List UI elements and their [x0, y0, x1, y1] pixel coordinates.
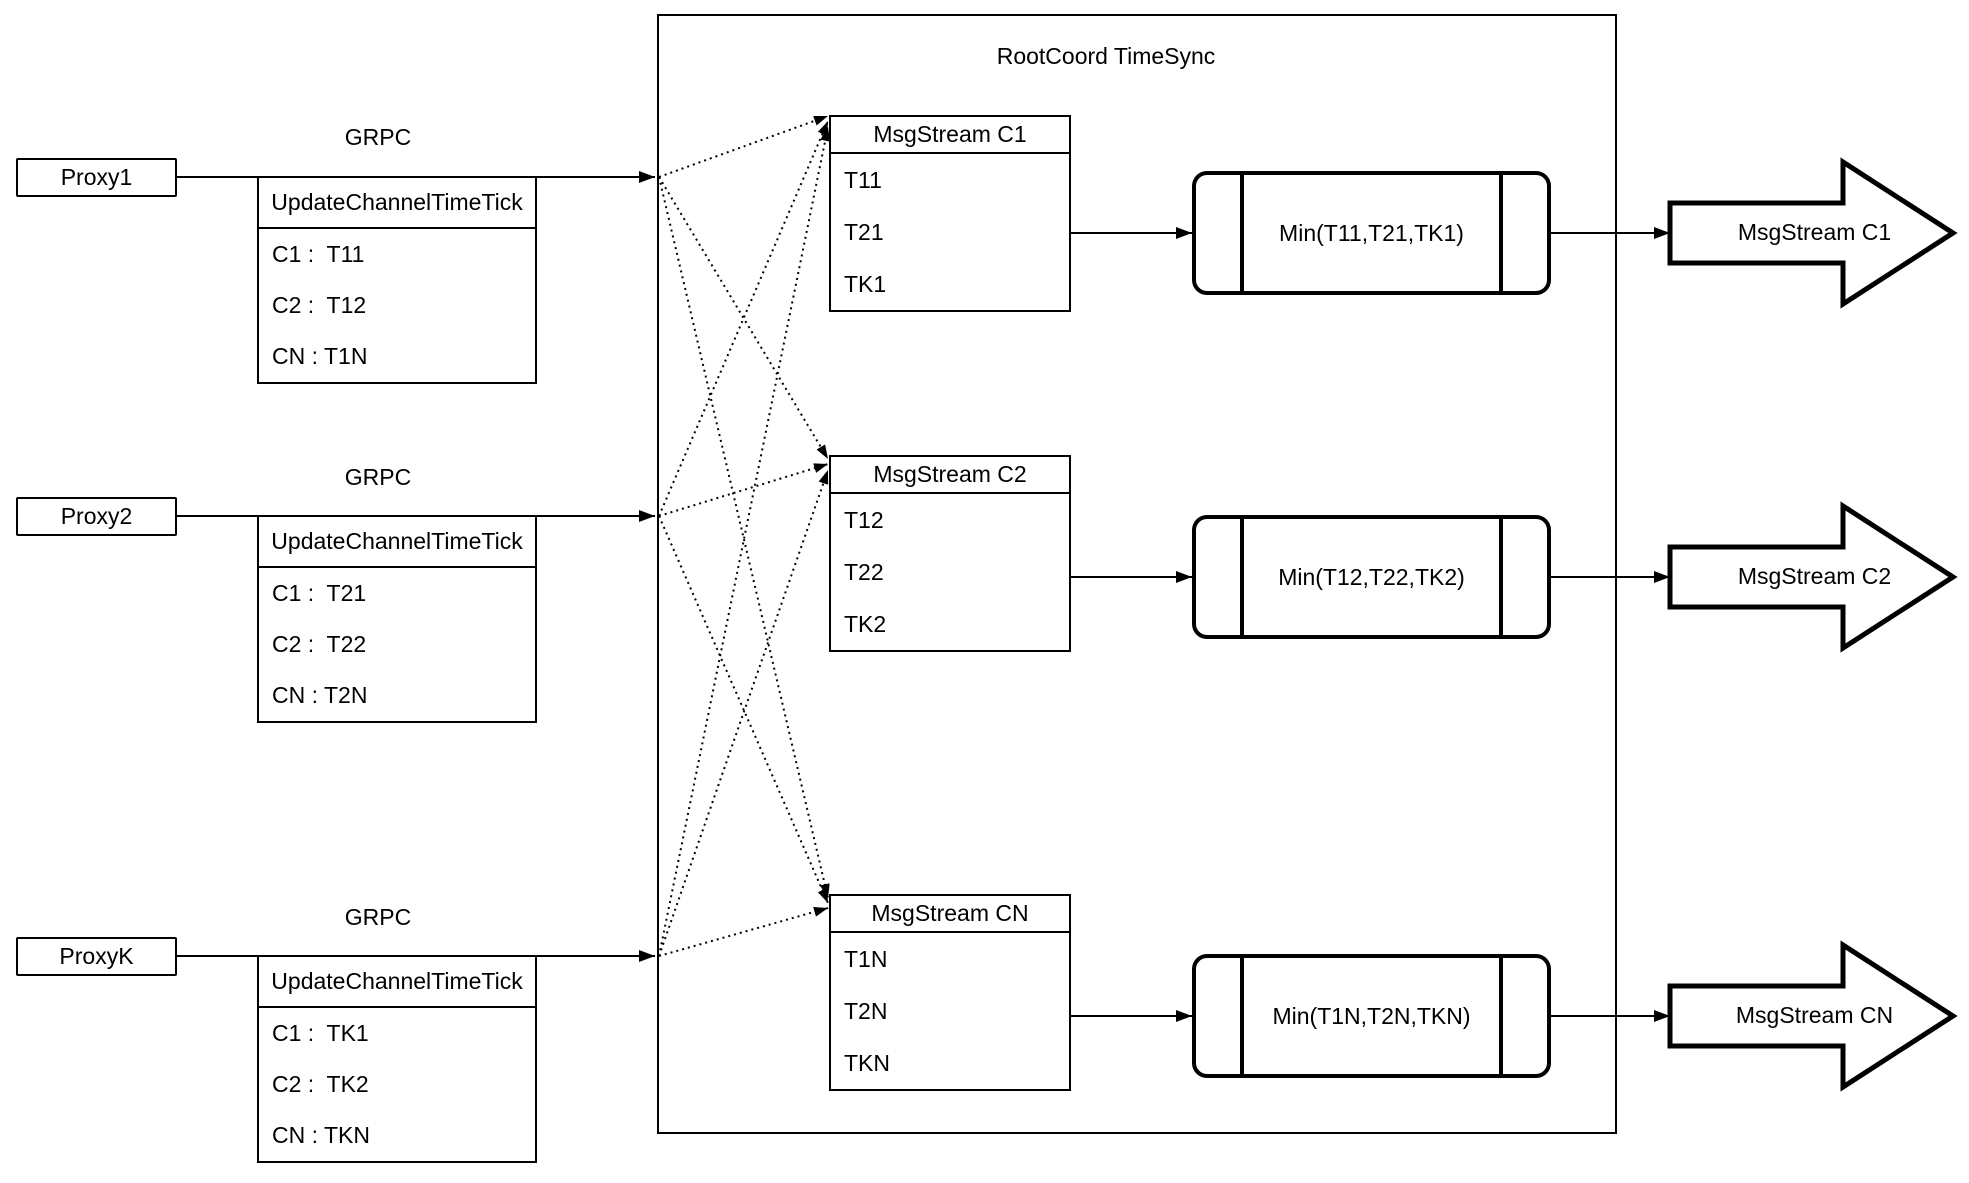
grpc-label-2: GRPC [344, 464, 412, 491]
rootcoord-title: RootCoord TimeSync [996, 43, 1216, 70]
output-arrow-shape-c1 [1667, 157, 1958, 309]
proxyk-label: ProxyK [59, 942, 134, 969]
min-box-c2: Min(T12,T22,TK2) [1192, 515, 1551, 639]
dotted-line-pk-cn [658, 907, 829, 957]
table-header: MsgStream C2 [831, 457, 1069, 494]
min-label-cn: Min(T1N,T2N,TKN) [1272, 1002, 1471, 1029]
proxyk-box: ProxyK [16, 937, 177, 976]
dotted-line-pk-c2 [658, 469, 829, 957]
output-arrow-shape-c2 [1667, 501, 1958, 653]
table-row: C2 : T12 [272, 292, 367, 318]
proxy1-label: Proxy1 [60, 163, 133, 190]
table-header: MsgStream CN [831, 896, 1069, 933]
table-row: T21 [844, 218, 884, 245]
min-box-c1: Min(T11,T21,TK1) [1192, 171, 1551, 295]
msgstream-c2-table: MsgStream C2 T12 T22 TK2 [829, 455, 1071, 652]
dotted-line-p2-c1 [658, 120, 829, 517]
proxy1-timetick-table: UpdateChannelTimeTick C1 : T11 C2 : T12 … [257, 176, 537, 384]
min-label-c2: Min(T12,T22,TK2) [1278, 563, 1465, 590]
queue-bar-icon [1240, 958, 1244, 1074]
grpc-label-3: GRPC [344, 904, 412, 931]
queue-bar-icon [1499, 958, 1503, 1074]
proxyk-timetick-table: UpdateChannelTimeTick C1 : TK1 C2 : TK2 … [257, 955, 537, 1163]
table-row: TK2 [844, 610, 887, 637]
table-header: MsgStream C1 [831, 117, 1069, 154]
dotted-line-p1-c2 [658, 176, 829, 460]
dotted-line-p2-cn [658, 515, 829, 904]
queue-bar-icon [1240, 519, 1244, 635]
table-row: C1 : T11 [272, 241, 365, 267]
min-box-cn: Min(T1N,T2N,TKN) [1192, 954, 1551, 1078]
table-header: UpdateChannelTimeTick [259, 517, 535, 568]
output-arrow-shape-cn [1667, 940, 1958, 1092]
min-label-c1: Min(T11,T21,TK1) [1279, 219, 1464, 246]
table-row: CN : T2N [272, 682, 368, 708]
msgstream-c1-table: MsgStream C1 T11 T21 TK1 [829, 115, 1071, 312]
table-row: T22 [844, 558, 884, 585]
table-row: C1 : TK1 [272, 1020, 369, 1046]
table-row: T12 [844, 506, 884, 533]
table-row: T1N [844, 945, 888, 972]
table-row: T2N [844, 997, 888, 1024]
table-row: C1 : T21 [272, 580, 367, 606]
queue-bar-icon [1499, 175, 1503, 291]
table-row: TK1 [844, 270, 887, 297]
queue-bar-icon [1499, 519, 1503, 635]
msgstream-cn-table: MsgStream CN T1N T2N TKN [829, 894, 1071, 1091]
table-header: UpdateChannelTimeTick [259, 957, 535, 1008]
proxy2-box: Proxy2 [16, 497, 177, 536]
table-row: CN : TKN [272, 1122, 370, 1148]
dotted-line-p1-c1 [658, 115, 829, 178]
table-row: T11 [844, 166, 882, 193]
proxy1-box: Proxy1 [16, 158, 177, 197]
proxy2-timetick-table: UpdateChannelTimeTick C1 : T21 C2 : T22 … [257, 515, 537, 723]
table-row: TKN [844, 1049, 890, 1076]
queue-bar-icon [1240, 175, 1244, 291]
fanout-dotted-lines [658, 115, 831, 957]
dotted-line-p2-c2 [658, 463, 829, 517]
table-row: C2 : T22 [272, 631, 367, 657]
proxy2-label: Proxy2 [60, 502, 133, 529]
output-arrow-label-c1: MsgStream C1 [1737, 219, 1892, 246]
grpc-label-1: GRPC [344, 124, 412, 151]
table-row: CN : T1N [272, 343, 368, 369]
output-arrow-label-c2: MsgStream C2 [1737, 563, 1892, 590]
table-header: UpdateChannelTimeTick [259, 178, 535, 229]
output-arrow-label-cn: MsgStream CN [1735, 1002, 1894, 1029]
table-row: C2 : TK2 [272, 1071, 369, 1097]
